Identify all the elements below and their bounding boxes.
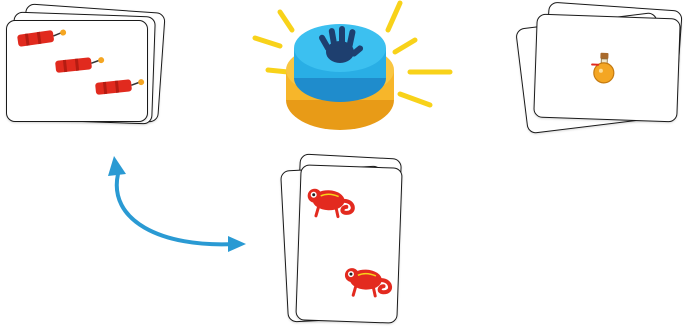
firecracker-card-art — [7, 21, 147, 121]
chameleon-icon — [344, 268, 390, 297]
double-headed-arrow-icon — [100, 150, 260, 260]
firecracker-icon — [95, 78, 145, 95]
chameleon-card-art — [296, 165, 401, 322]
potion-card[interactable] — [533, 14, 681, 123]
firecracker-icon — [17, 28, 67, 47]
firecracker-card[interactable] — [6, 20, 148, 122]
chameleon-card[interactable] — [295, 164, 402, 323]
swap-arrow — [100, 150, 260, 260]
center-card-pile[interactable] — [278, 152, 408, 329]
buzzer-graphic — [250, 0, 460, 140]
potion-bottle-icon — [591, 52, 614, 83]
firecracker-icon — [55, 56, 105, 73]
potion-card-art — [534, 15, 679, 122]
chameleon-icon — [307, 189, 353, 218]
buzzer[interactable] — [250, 0, 460, 140]
left-card-pile[interactable] — [0, 0, 170, 130]
right-card-pile[interactable] — [515, 0, 686, 135]
